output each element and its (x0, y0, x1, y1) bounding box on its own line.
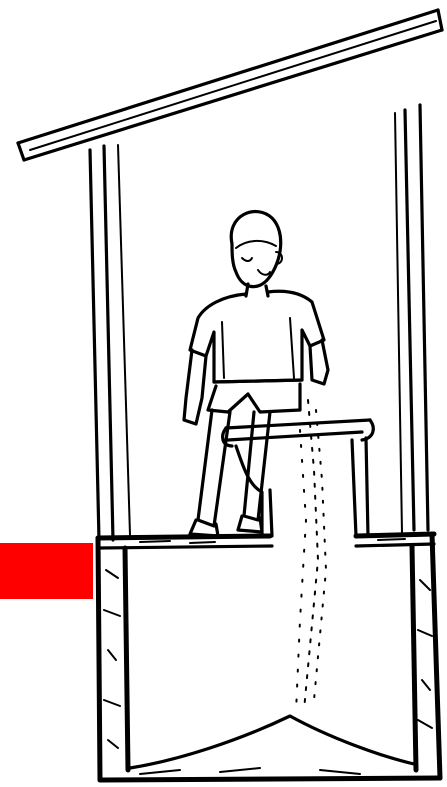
person-head (231, 212, 280, 287)
person-left-arm (184, 350, 206, 424)
floor-slab (98, 534, 434, 548)
person-shirt (190, 291, 324, 382)
waste-stream (296, 400, 326, 712)
shelter-frame (90, 105, 428, 540)
pit-walls (98, 534, 440, 780)
roof (18, 10, 442, 160)
person-right-arm (310, 340, 328, 384)
latrine-seat (223, 420, 374, 536)
pit-bottom (100, 716, 440, 780)
pit-marker (0, 543, 93, 599)
